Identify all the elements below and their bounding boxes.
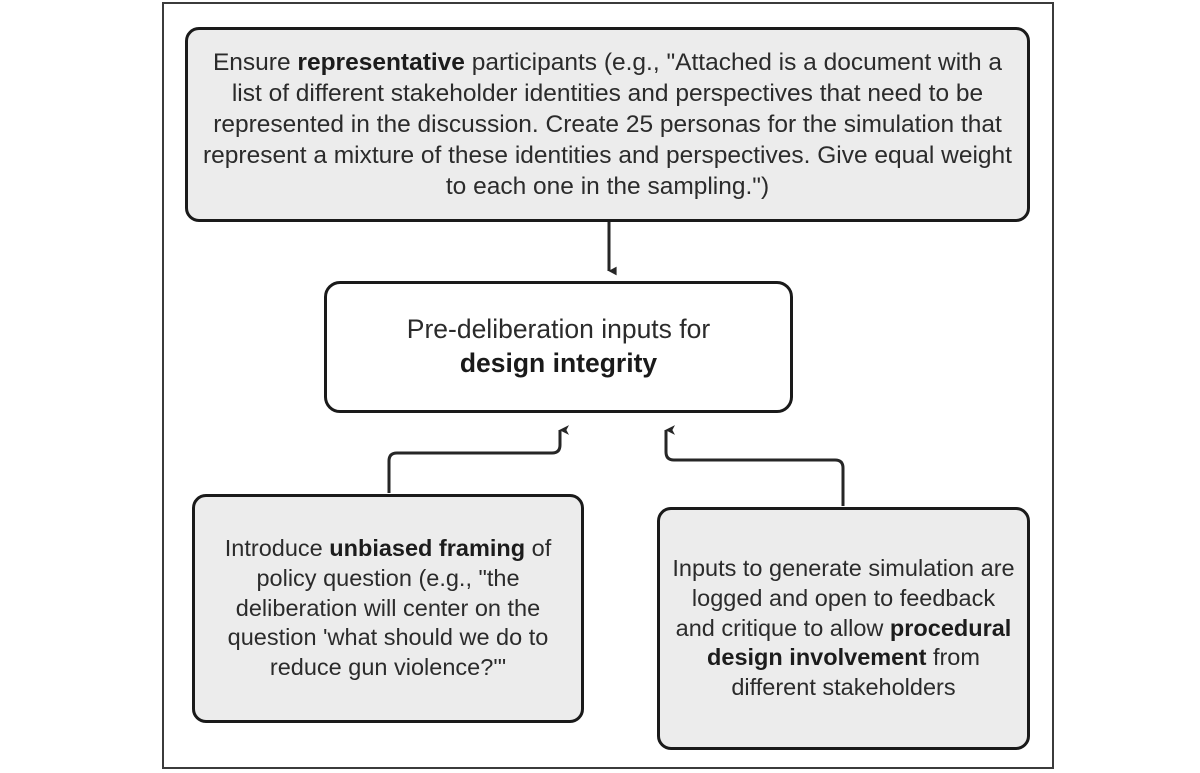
- pre-deliberation-inputs-text: Pre-deliberation inputs for design integ…: [327, 313, 790, 380]
- center-line-2: design integrity: [459, 348, 658, 378]
- procedural-design-involvement-text: Inputs to generate simulation are logged…: [660, 554, 1027, 703]
- representative-participants-text: Ensure representative participants (e.g.…: [188, 47, 1027, 203]
- body-text: Inputs to generate simulation are logged…: [672, 554, 1015, 641]
- body-text: of policy question (e.g., "the deliberat…: [227, 534, 552, 681]
- emphasis-text: procedural design involvement: [707, 614, 1012, 671]
- body-text: Introduce: [224, 534, 330, 561]
- emphasis-text: unbiased framing: [329, 534, 526, 561]
- center-line-1: Pre-deliberation inputs for: [406, 314, 711, 345]
- unbiased-framing-text: Introduce unbiased framing of policy que…: [195, 534, 581, 683]
- representative-participants-node[interactable]: Ensure representative participants (e.g.…: [185, 27, 1030, 222]
- emphasis-text: representative: [297, 48, 465, 76]
- diagram-frame: [162, 2, 1054, 769]
- procedural-design-involvement-node[interactable]: Inputs to generate simulation are logged…: [657, 507, 1030, 750]
- body-text: participants (e.g., "Attached is a docum…: [203, 48, 1012, 201]
- unbiased-framing-node[interactable]: Introduce unbiased framing of policy que…: [192, 494, 584, 723]
- body-text: from different stakeholders: [731, 644, 980, 701]
- pre-deliberation-inputs-node[interactable]: Pre-deliberation inputs for design integ…: [324, 281, 793, 413]
- body-text: Ensure: [212, 48, 298, 76]
